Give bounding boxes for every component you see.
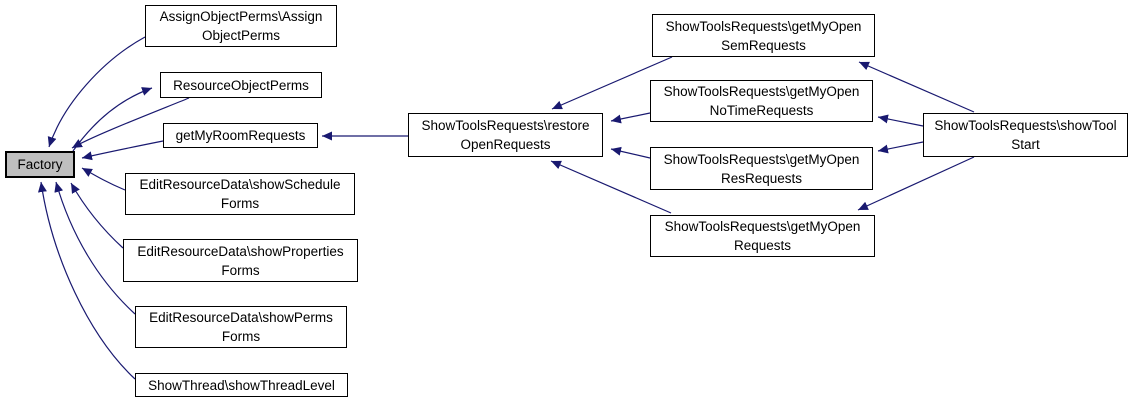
edge-properties-to-factory	[70, 182, 124, 249]
node-show-thread-level[interactable]: ShowThread\showThreadLevel	[135, 373, 348, 397]
edge-room-to-factory	[81, 140, 164, 161]
node-show-properties-forms[interactable]: EditResourceData\showProperties Forms	[123, 239, 358, 282]
node-resource-object-perms[interactable]: ResourceObjectPerms	[160, 72, 322, 98]
edge-requests-to-restore	[550, 160, 672, 214]
edge-start-to-sem	[858, 61, 975, 113]
node-restore-open-requests[interactable]: ShowToolsRequests\restore OpenRequests	[408, 113, 603, 157]
edge-factory-to-resource	[72, 87, 153, 152]
edge-assign-to-factory	[47, 36, 146, 148]
edge-perms-to-factory	[54, 181, 136, 315]
node-show-schedule-forms[interactable]: EditResourceData\showSchedule Forms	[125, 173, 355, 215]
edge-res-to-restore	[610, 146, 651, 159]
node-get-my-open-res-requests[interactable]: ShowToolsRequests\getMyOpen ResRequests	[650, 147, 873, 190]
edge-sem-to-restore	[551, 56, 673, 110]
edge-start-to-res	[877, 141, 924, 154]
edge-start-to-notime	[877, 114, 924, 127]
edge-start-to-requests	[857, 156, 975, 211]
edge-thread-to-factory	[38, 181, 136, 380]
node-get-my-room-requests[interactable]: getMyRoomRequests	[163, 123, 318, 148]
node-factory: Factory	[5, 151, 75, 178]
node-show-perms-forms[interactable]: EditResourceData\showPerms Forms	[135, 306, 347, 348]
node-assign-object-perms[interactable]: AssignObjectPerms\Assign ObjectPerms	[145, 5, 337, 47]
node-get-my-open-sem-requests[interactable]: ShowToolsRequests\getMyOpen SemRequests	[652, 14, 875, 57]
node-get-my-open-requests[interactable]: ShowToolsRequests\getMyOpen Requests	[650, 215, 875, 257]
node-get-my-open-no-time-requests[interactable]: ShowToolsRequests\getMyOpen NoTimeReques…	[650, 80, 873, 122]
edge-resource-to-factory	[71, 97, 190, 149]
node-show-tool-start[interactable]: ShowToolsRequests\showTool Start	[923, 113, 1128, 157]
edge-notime-to-restore	[610, 112, 651, 124]
edge-schedule-to-factory	[81, 167, 126, 191]
